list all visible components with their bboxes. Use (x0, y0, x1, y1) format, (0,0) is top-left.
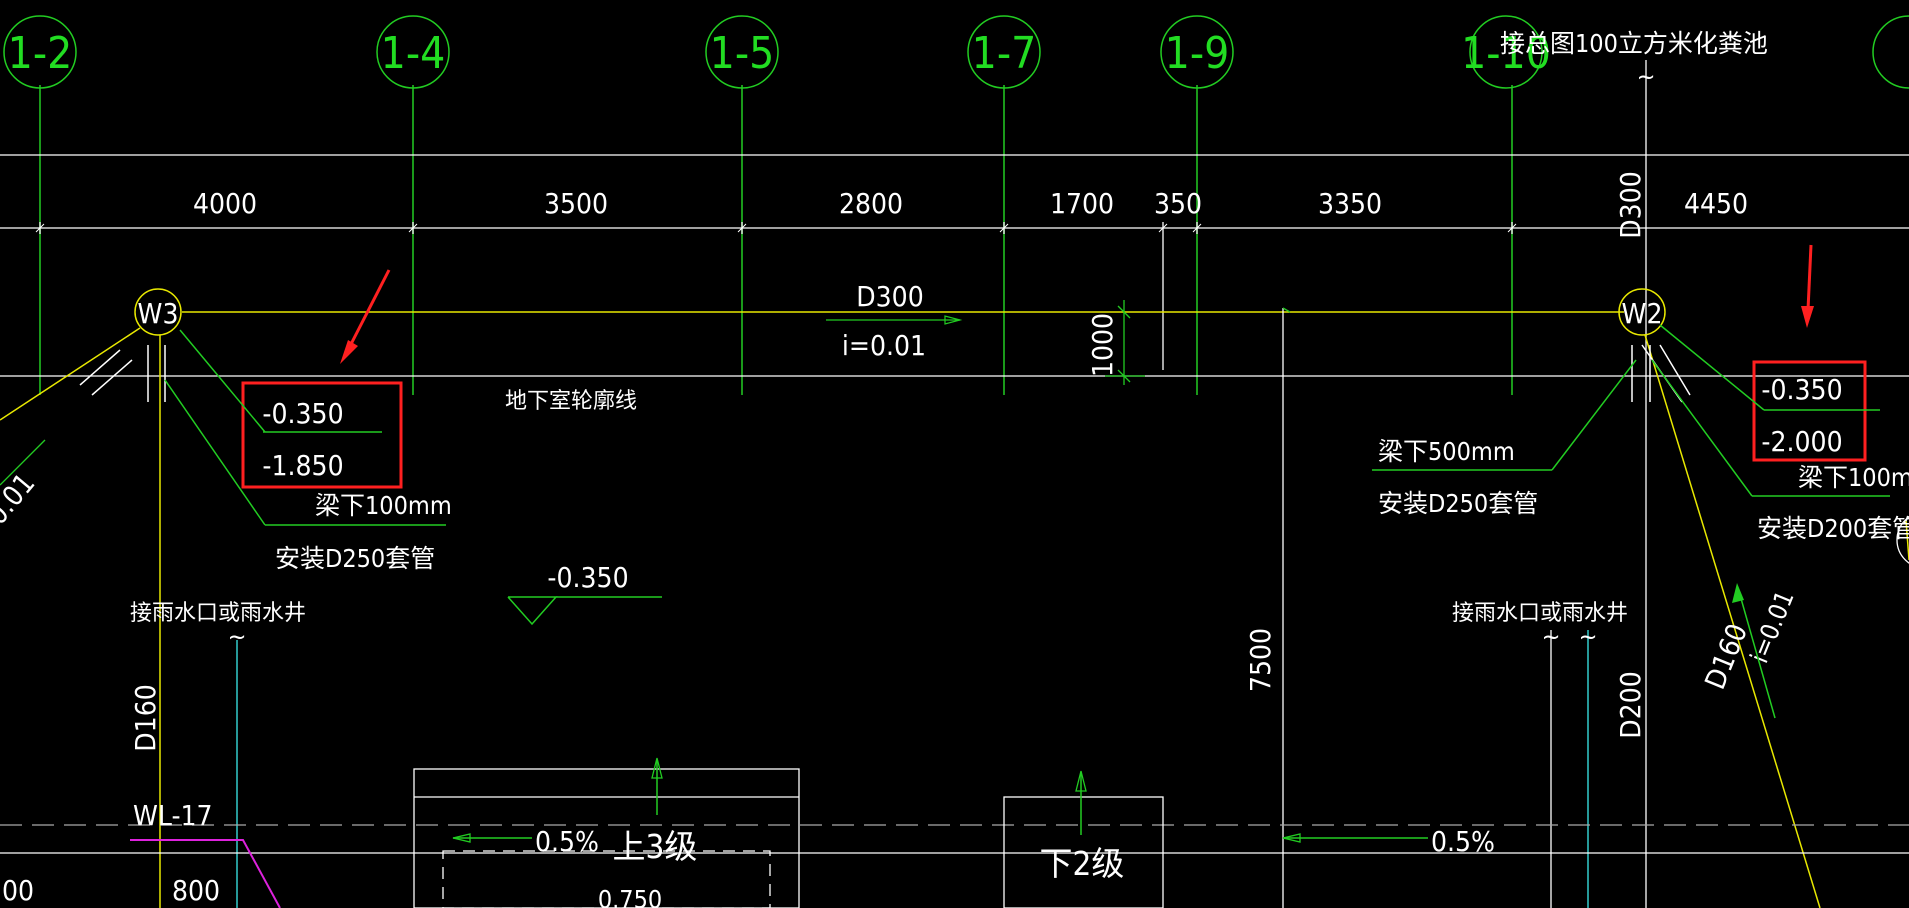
svg-text:~: ~ (1542, 622, 1561, 651)
steps-up-label: 上3级 (613, 827, 698, 866)
dim-3350: 3350 (1318, 187, 1382, 220)
svg-text:~: ~ (228, 622, 247, 651)
grid-bubbles (3, 15, 1909, 89)
note-beam-100-left: 梁下100mm (315, 491, 452, 520)
note-sleeve-d250-right: 安装D250套管 (1378, 489, 1538, 518)
red-arrow-left (340, 269, 391, 364)
grid-axis-1-10: 1-10 (1461, 28, 1551, 79)
note-rain-inlet-left: 接雨水口或雨水井 (130, 601, 306, 626)
pipe-slope-left-partial: 0.01 (0, 467, 41, 531)
grid-axis-1-7: 1-7 (972, 28, 1037, 79)
dim-4450: 4450 (1684, 187, 1748, 220)
dim-2800: 2800 (839, 187, 903, 220)
pipe-d300: D300 (856, 280, 923, 313)
red-arrow-right (1801, 244, 1814, 328)
pipe-slope-right: i=0.01 (1745, 587, 1800, 668)
steps-down-label: 下2级 (1040, 844, 1125, 883)
elevation-w2-bottom: -2.000 (1761, 425, 1842, 458)
highlight-box-w3 (241, 381, 403, 489)
ramp-slope-left: 0.5% (535, 825, 599, 858)
note-sleeve-d200: 安装D200套管 (1757, 514, 1909, 543)
note-wl: WL-17 (133, 799, 213, 832)
elevation-w2-top: -0.350 (1761, 373, 1842, 406)
grid-axis-1-9: 1-9 (1165, 28, 1230, 79)
elevation-left-partial: 300 (0, 874, 34, 907)
highlight-box-w2 (1752, 360, 1867, 462)
dim-7500: 7500 (1244, 628, 1277, 692)
dim-ticks (35, 223, 1517, 233)
note-rain-inlet-right: 接雨水口或雨水井 (1452, 601, 1628, 626)
well-w2: W2 (1622, 297, 1663, 330)
floor-level-symbol (507, 596, 662, 626)
grid-axis-1-5: 1-5 (710, 28, 775, 79)
dim-350: 350 (1154, 187, 1202, 220)
note-beam-500: 梁下500mm (1378, 437, 1515, 466)
dim-wl-800: 800 (172, 874, 220, 907)
svg-text:~: ~ (1637, 62, 1656, 91)
steps-up-box (413, 768, 800, 908)
grid-axis-1-2: 1-2 (8, 28, 73, 79)
elevation-w3-top: -0.350 (262, 397, 343, 430)
pipe-d160-left: D160 (129, 684, 162, 751)
dim-1700: 1700 (1050, 187, 1114, 220)
top-note: 接总图100立方米化粪池 (1500, 29, 1768, 58)
note-basement-outline: 地下室轮廓线 (505, 389, 637, 414)
yellow-pipes (0, 288, 1909, 908)
w3-leaders (164, 329, 446, 526)
steps-down-box (1003, 796, 1164, 908)
note-beam-100-right: 梁下100mm (1798, 463, 1909, 492)
dim-1000: 1000 (1086, 313, 1119, 377)
elevation-bottom-partial: 0.750 (598, 885, 662, 908)
w2-leaders (1372, 324, 1890, 497)
grid-lines (39, 85, 1513, 395)
pipe-d200-vertical: D200 (1614, 671, 1647, 738)
ramp-slope-right: 0.5% (1431, 825, 1495, 858)
pipe-d300-vertical: D300 (1614, 171, 1647, 238)
dim-4000: 4000 (193, 187, 257, 220)
svg-text:~: ~ (1579, 622, 1598, 651)
well-w3: W3 (138, 297, 179, 330)
elevation-floor: -0.350 (547, 561, 628, 594)
dim-1000-lines (1105, 300, 1145, 385)
dim-3500: 3500 (544, 187, 608, 220)
grid-axis-1-4: 1-4 (381, 28, 446, 79)
pipe-slope: i=0.01 (842, 329, 926, 362)
elevation-w3-bottom: -1.850 (262, 449, 343, 482)
note-sleeve-d250-left: 安装D250套管 (275, 544, 435, 573)
